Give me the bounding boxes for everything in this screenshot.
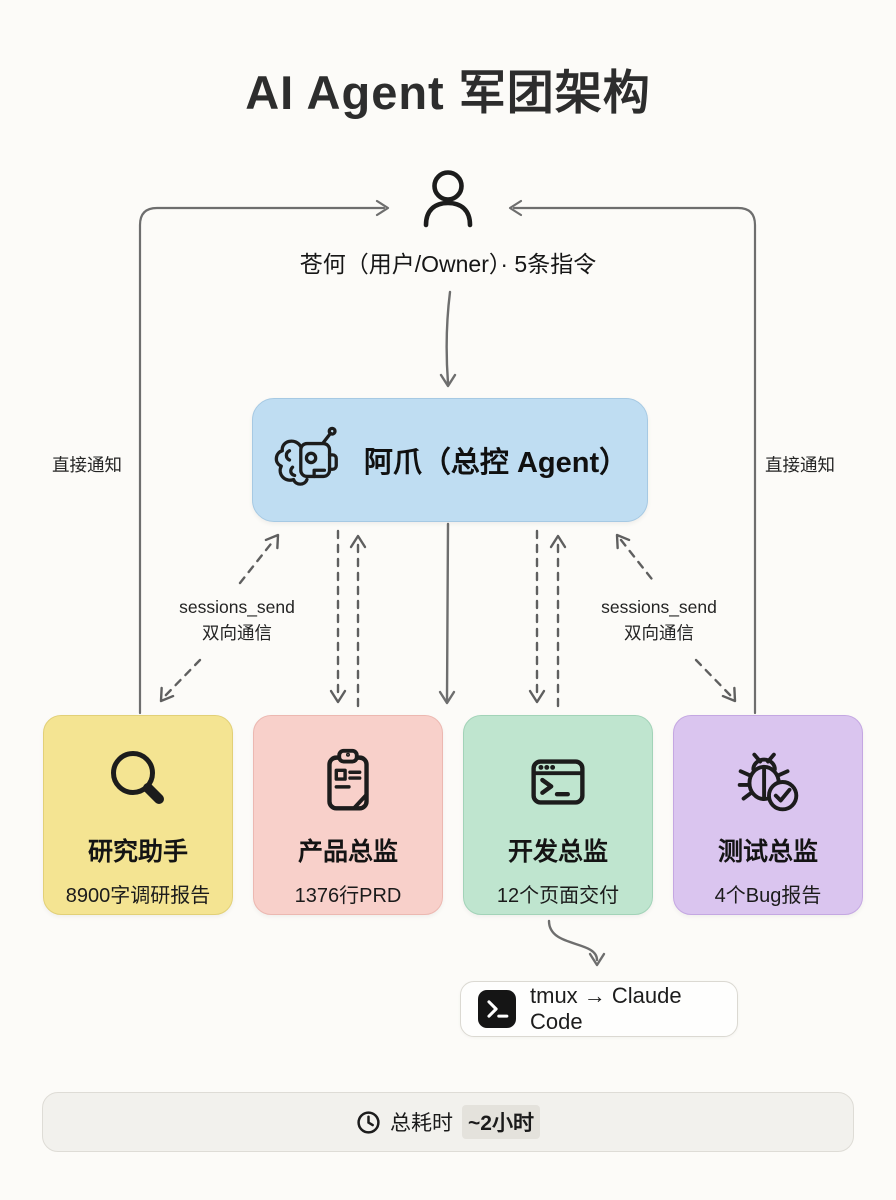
session-left-line1: sessions_send — [179, 597, 295, 617]
magnifier-icon — [98, 740, 178, 824]
session-right-arrow — [615, 533, 737, 703]
controller-box: 阿爪（总控 Agent） — [252, 398, 648, 522]
controller-to-row-arrow — [438, 522, 456, 705]
agent-name: 测试总监 — [717, 838, 818, 866]
bug-check-icon — [727, 740, 809, 824]
agent-box-product: 产品总监 1376行PRD — [253, 715, 443, 915]
agent-name: 开发总监 — [507, 838, 608, 866]
user-label: 苍何（用户/Owner）· 5条指令 — [299, 251, 597, 277]
footer-value: ~2小时 — [462, 1105, 540, 1139]
session-right-line2: 双向通信 — [624, 623, 694, 643]
clock-icon — [357, 1110, 380, 1134]
direct-notify-right-arrow — [508, 199, 757, 715]
agent-box-dev: 开发总监 12个页面交付 — [463, 715, 653, 915]
agent-deliverable: 8900字调研报告 — [65, 885, 211, 907]
agent-deliverable: 4个Bug报告 — [714, 885, 822, 907]
session-right-line1: sessions_send — [601, 597, 717, 617]
agent-name: 研究助手 — [87, 838, 188, 866]
session-left-line2: 双向通信 — [202, 623, 272, 643]
direct-notify-right-label: 直接通知 — [765, 455, 835, 475]
session-dev-arrows — [528, 529, 567, 708]
session-product-arrows — [329, 529, 367, 708]
footer-bar: 总耗时 ~2小时 — [42, 1092, 854, 1152]
session-right-label: sessions_send 双向通信 — [574, 594, 744, 646]
direct-notify-left-arrow — [138, 199, 390, 715]
terminal-window-icon — [519, 740, 597, 824]
agent-box-test: 测试总监 4个Bug报告 — [673, 715, 863, 915]
agent-box-research: 研究助手 8900字调研报告 — [43, 715, 233, 915]
terminal-icon — [478, 990, 516, 1028]
session-left-label: sessions_send 双向通信 — [152, 594, 322, 646]
handoff-label: tmux → Claude Code — [530, 983, 682, 1034]
session-left-arrow — [159, 533, 280, 703]
direct-notify-left-label: 直接通知 — [52, 455, 122, 475]
person-icon — [423, 170, 473, 228]
handoff-box: tmux → Claude Code — [460, 981, 738, 1037]
agent-deliverable: 12个页面交付 — [496, 885, 620, 907]
user-to-controller-arrow — [439, 290, 457, 388]
page-title: AI Agent 军团架构 — [245, 66, 651, 119]
robot-brain-icon — [274, 426, 338, 486]
dev-to-tmux-arrow — [547, 919, 606, 967]
clipboard-icon — [309, 740, 387, 824]
agent-name: 产品总监 — [297, 838, 398, 866]
controller-label: 阿爪（总控 Agent） — [363, 447, 629, 479]
footer-prefix: 总耗时 — [390, 1112, 454, 1135]
agent-deliverable: 1376行PRD — [294, 885, 402, 907]
